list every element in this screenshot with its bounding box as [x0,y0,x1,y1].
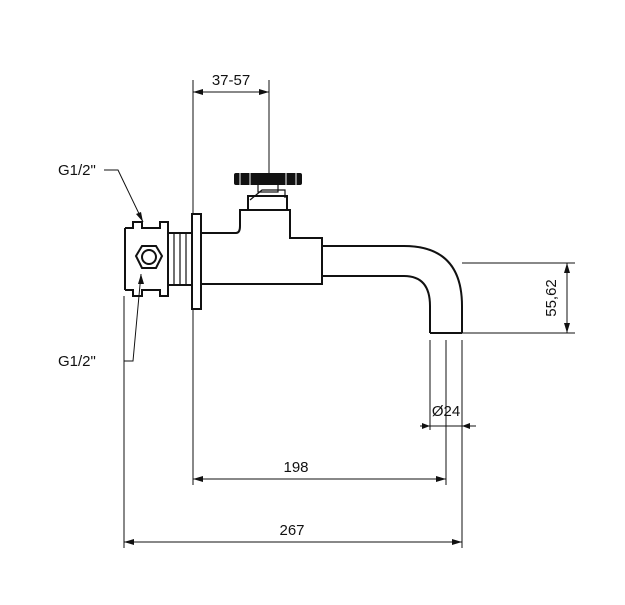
dim-55-62 [564,263,570,333]
label-body-length: 198 [283,459,308,476]
label-handle-range: 37-57 [212,72,250,89]
handwheel-icon [234,173,302,185]
label-thread-bottom: G1/2" [58,353,96,370]
valve-stem [247,183,288,210]
extension-lines [123,80,575,548]
dim-37-57 [193,89,269,95]
nut-icon [134,245,164,269]
leader-thread-top [104,169,144,223]
label-outlet-diameter: Ø24 [432,403,460,420]
wall-connector [124,221,193,297]
spout [322,245,463,334]
wall-flange [191,213,202,310]
leader-thread-bottom [124,273,144,362]
label-thread-top: G1/2" [58,162,96,179]
label-total-length: 267 [279,522,304,539]
dim-198 [193,476,446,482]
dim-diameter-24 [420,423,476,429]
valve-body [201,209,323,285]
label-spout-height: 55,62 [543,279,560,317]
dim-267 [124,539,462,545]
